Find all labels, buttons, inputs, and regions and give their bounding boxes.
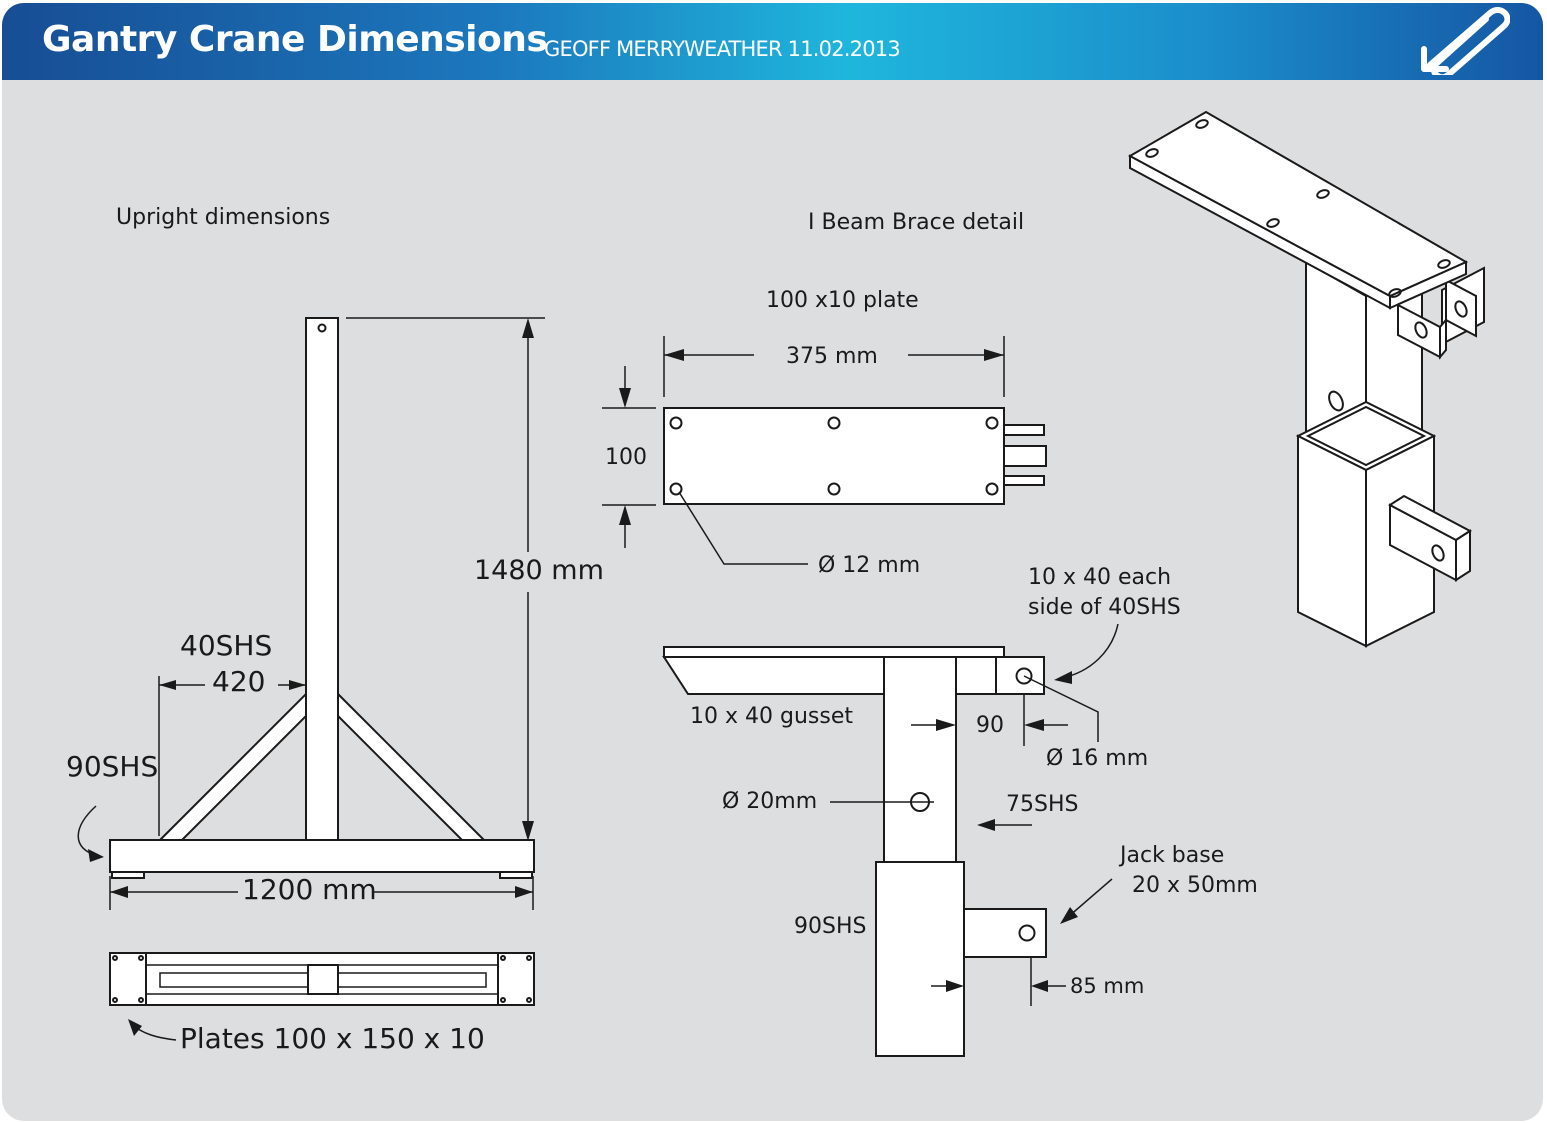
upright-plan-view: Plates 100 x 150 x 10 <box>109 952 535 1055</box>
left-brace <box>157 691 307 841</box>
jack-hole <box>1018 924 1036 942</box>
plate-size-label: 100 x10 plate <box>766 288 919 313</box>
upright-height-label: 1480 mm <box>474 555 604 586</box>
sleeve-size-label: 90SHS <box>794 914 866 939</box>
plate-hole <box>985 482 999 496</box>
post-top-hole <box>317 323 327 333</box>
brace-section-label: I Beam Brace detail <box>808 210 1024 235</box>
iso-plate-hole <box>1266 218 1280 228</box>
iso-jack-hole <box>1431 544 1445 562</box>
iso-plate-hole <box>1145 148 1159 158</box>
iso-sleeve-left <box>1297 434 1367 648</box>
plate-width-label: 100 <box>605 445 647 470</box>
technical-drawing: Upright dimensions 1480 mm 40SHS 420 <box>66 110 1485 1057</box>
iso-jack-side <box>1455 529 1471 582</box>
post-75shs <box>883 656 957 863</box>
brace-offset-label: 420 <box>212 665 265 698</box>
upright-section-label: Upright dimensions <box>116 205 330 230</box>
jack-label-2: 20 x 50mm <box>1132 873 1258 898</box>
gusset <box>662 656 885 695</box>
side-plate-label-2: side of 40SHS <box>1028 595 1181 620</box>
right-base-plate <box>497 952 535 1006</box>
plate-length-label: 375 mm <box>786 344 878 369</box>
side-tab-1 <box>1003 424 1045 436</box>
right-foot-plate <box>499 871 533 879</box>
iso-plate-hole <box>1316 189 1330 199</box>
jack-offset-label: 85 mm <box>1070 974 1144 998</box>
iso-side-plate-back <box>1445 278 1477 338</box>
side-plate-label-1: 10 x 40 each <box>1028 565 1171 590</box>
sleeve-90shs <box>875 861 965 1057</box>
side-plate <box>995 656 1045 695</box>
author-date: GEOFF MERRYWEATHER 11.02.2013 <box>544 37 901 61</box>
pin-hole-label: Ø 16 mm <box>1046 746 1148 771</box>
iso-top-plate-top <box>1127 110 1469 298</box>
plate-hole <box>669 416 683 430</box>
jack-label-1: Jack base <box>1118 843 1224 868</box>
pin-hole <box>1015 667 1033 685</box>
plan-post <box>307 964 339 995</box>
drawing-sheet: Gantry Crane Dimensions GEOFF MERRYWEATH… <box>2 3 1543 1121</box>
base-size-label: 90SHS <box>66 750 158 783</box>
right-brace <box>337 691 487 841</box>
gusset-label: 10 x 40 gusset <box>690 704 853 729</box>
offset-label: 90 <box>976 713 1004 738</box>
brace-elevation: 10 x 40 each side of 40SHS 10 x 40 gusse… <box>662 565 1258 1057</box>
post-hole-label: Ø 20mm <box>722 789 817 814</box>
plates-label: Plates 100 x 150 x 10 <box>180 1022 485 1055</box>
upright-elevation: Upright dimensions 1480 mm 40SHS 420 <box>66 205 604 910</box>
iso-plate-hole <box>1195 119 1209 129</box>
upright-post <box>305 317 339 842</box>
base-beam <box>109 839 535 873</box>
brace-plate <box>663 407 1005 505</box>
isometric-view <box>1127 110 1485 648</box>
post-size-label: 75SHS <box>1006 792 1078 817</box>
plate-hole <box>669 482 683 496</box>
jack-base <box>963 908 1047 958</box>
hole-size-label: Ø 12 mm <box>818 553 920 578</box>
iso-plate-hole <box>1437 259 1451 269</box>
left-foot-plate <box>111 871 145 879</box>
paperclip-icon <box>1421 7 1510 75</box>
page-title: Gantry Crane Dimensions <box>42 19 548 60</box>
brace-size-label: 40SHS <box>180 629 272 662</box>
brace-plate-plan: I Beam Brace detail 100 x10 plate 375 mm <box>602 210 1047 578</box>
plate-hole <box>985 416 999 430</box>
plate-hole <box>827 482 841 496</box>
elevation-side-block <box>955 656 997 695</box>
iso-post-hole <box>1328 390 1344 412</box>
left-base-plate <box>109 952 147 1006</box>
plate-hole <box>827 416 841 430</box>
side-tab-2 <box>1003 445 1047 467</box>
upright-width-label: 1200 mm <box>242 873 377 906</box>
elevation-top-plate <box>663 646 1005 658</box>
iso-plate-hole <box>1388 288 1402 298</box>
side-tab-3 <box>1003 475 1045 486</box>
header-bar: Gantry Crane Dimensions GEOFF MERRYWEATH… <box>2 3 1543 80</box>
